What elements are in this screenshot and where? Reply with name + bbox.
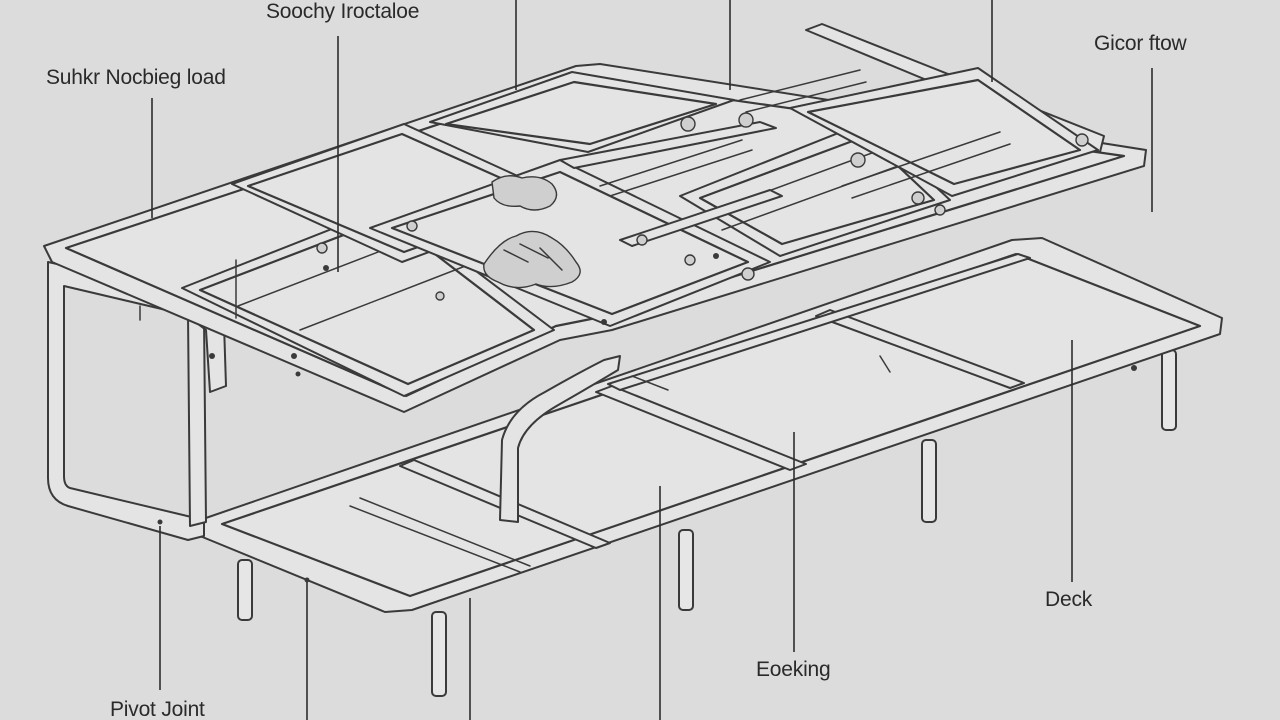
leader-lines bbox=[151, 0, 1153, 720]
damaged-section bbox=[483, 230, 581, 289]
leg bbox=[1161, 349, 1177, 431]
label-top-left: Suhkr Nocbieg load bbox=[46, 66, 226, 89]
deck-longitudinal bbox=[607, 253, 1031, 391]
leg bbox=[431, 611, 447, 697]
label-top-right: Gicor ftow bbox=[1094, 32, 1187, 55]
label-locking: Eoeking bbox=[756, 658, 831, 681]
deck-crossbar bbox=[595, 385, 807, 471]
center-support bbox=[499, 355, 621, 523]
damaged-section bbox=[491, 175, 558, 211]
label-deck: Deck bbox=[1045, 588, 1093, 611]
panel-left bbox=[181, 205, 555, 397]
lower-deck-frame bbox=[199, 237, 1223, 697]
leg bbox=[678, 529, 694, 611]
side-support-tube bbox=[47, 261, 205, 541]
label-pivot-joint: Pivot Joint bbox=[110, 698, 205, 720]
upper-frame bbox=[43, 23, 1147, 413]
deck-crossbar bbox=[815, 309, 1025, 389]
curved-strut bbox=[499, 355, 621, 523]
label-top-center: Soochy Iroctaloe bbox=[266, 0, 420, 23]
side-support-post bbox=[187, 313, 207, 527]
mechanism-bar bbox=[559, 121, 777, 169]
mechanism-bar bbox=[619, 189, 783, 247]
leg bbox=[237, 559, 253, 621]
leg bbox=[921, 439, 937, 523]
